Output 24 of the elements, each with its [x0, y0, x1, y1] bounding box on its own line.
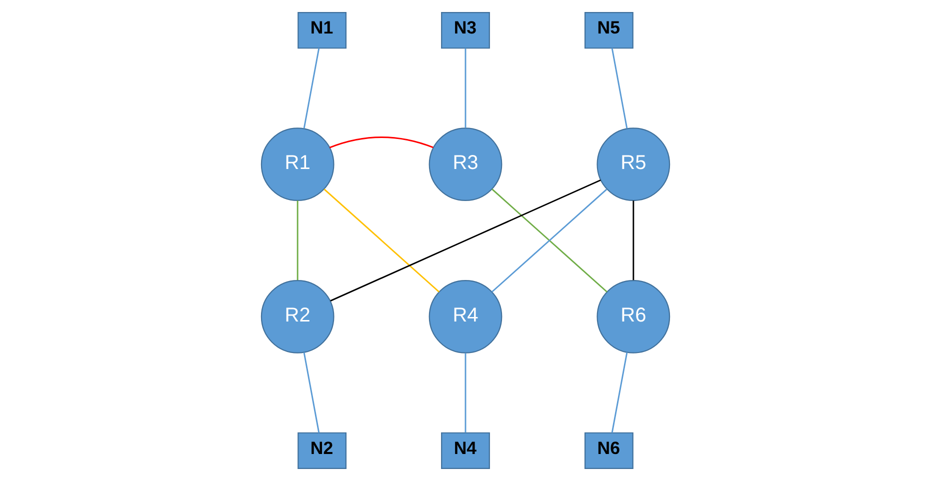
node-box: N5 [584, 12, 633, 49]
connector [330, 179, 600, 302]
connector [464, 353, 466, 433]
connector [328, 136, 433, 148]
node-box: N1 [297, 12, 346, 49]
connector [323, 188, 439, 292]
connector [610, 352, 628, 433]
connector [610, 48, 628, 129]
node-circle: R5 [596, 128, 670, 202]
connector [302, 48, 320, 129]
connector [491, 188, 607, 292]
node-box: N6 [584, 432, 633, 470]
connector [632, 200, 634, 280]
node-circle: R2 [260, 280, 334, 354]
node-box: N3 [440, 12, 490, 49]
node-circle: R6 [596, 280, 670, 354]
node-circle: R4 [428, 280, 502, 354]
node-circle: R3 [428, 128, 502, 202]
node-circle: R1 [260, 128, 334, 202]
connector [302, 352, 320, 433]
connector [296, 200, 298, 280]
connector [464, 48, 466, 128]
node-box: N4 [440, 432, 490, 470]
node-box: N2 [297, 432, 346, 470]
